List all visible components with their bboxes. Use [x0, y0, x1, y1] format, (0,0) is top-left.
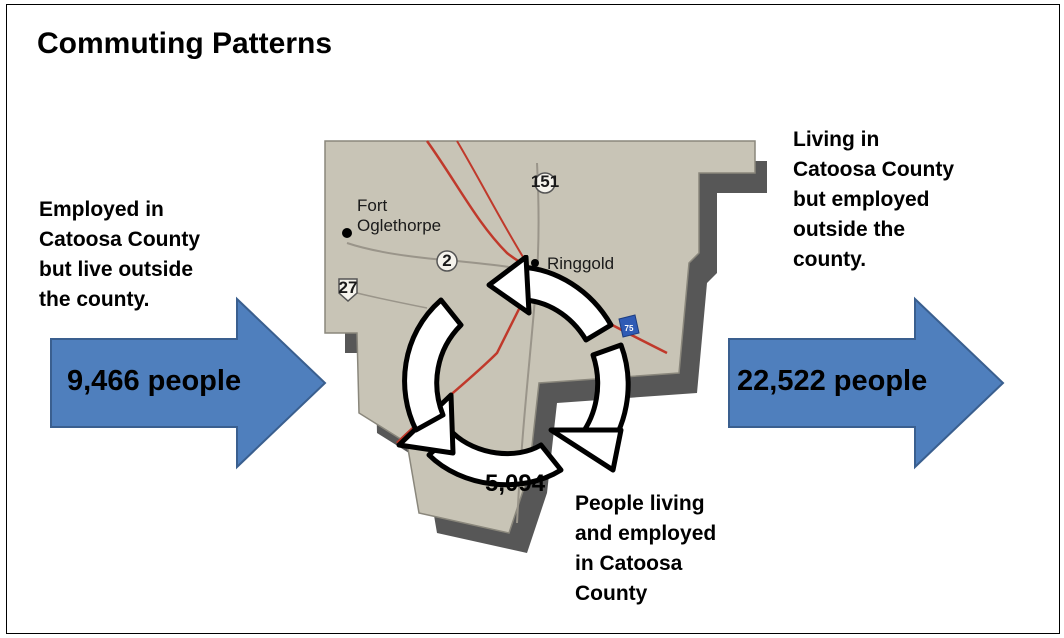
outbound-line: Catoosa County: [793, 158, 955, 181]
place-label: Fort: [357, 196, 388, 215]
internal-count: 5,094: [485, 470, 546, 497]
route-151-shield: [534, 172, 556, 194]
inbound-line: Employed in: [39, 198, 164, 221]
place-label: Oglethorpe: [357, 216, 441, 235]
inbound-arrow: [50, 296, 327, 470]
ringgold-dot: [531, 259, 539, 267]
place-label: Ringgold: [547, 254, 614, 273]
outbound-line: Living in: [793, 128, 880, 151]
internal-description: People living and employed in Catoosa Co…: [575, 489, 716, 609]
internal-line: People living: [575, 492, 705, 515]
outbound-count: 22,522 people: [737, 365, 928, 397]
interstate-75-shield: [618, 314, 640, 338]
route-label: 151: [531, 172, 559, 191]
internal-line: County: [575, 582, 648, 605]
route-27-shield: [338, 278, 358, 303]
inbound-line: the county.: [39, 288, 150, 311]
outbound-line: but employed: [793, 188, 930, 211]
outbound-description: Living in Catoosa County but employed ou…: [793, 125, 954, 275]
slide-frame: Commuting Patterns Employed in Catoosa C…: [6, 4, 1060, 634]
inbound-line: Catoosa County: [39, 228, 201, 251]
internal-line: and employed: [575, 522, 717, 545]
internal-cycle-arrows: [396, 255, 631, 488]
inbound-description: Employed in Catoosa County but live outs…: [39, 195, 200, 315]
fort-oglethorpe-dot: [342, 228, 352, 238]
inbound-line: but live outside: [39, 258, 194, 281]
outbound-arrow: [728, 296, 1005, 470]
outbound-line: county.: [793, 248, 867, 271]
inbound-count: 9,466 people: [67, 365, 242, 397]
route-label: 27: [339, 278, 358, 297]
page-title: Commuting Patterns: [37, 27, 333, 60]
route-2-shield: [436, 250, 458, 272]
route-label: 2: [442, 251, 451, 270]
route-label: 75: [625, 324, 634, 333]
outbound-line: outside the: [793, 218, 906, 241]
internal-line: in Catoosa: [575, 552, 683, 575]
